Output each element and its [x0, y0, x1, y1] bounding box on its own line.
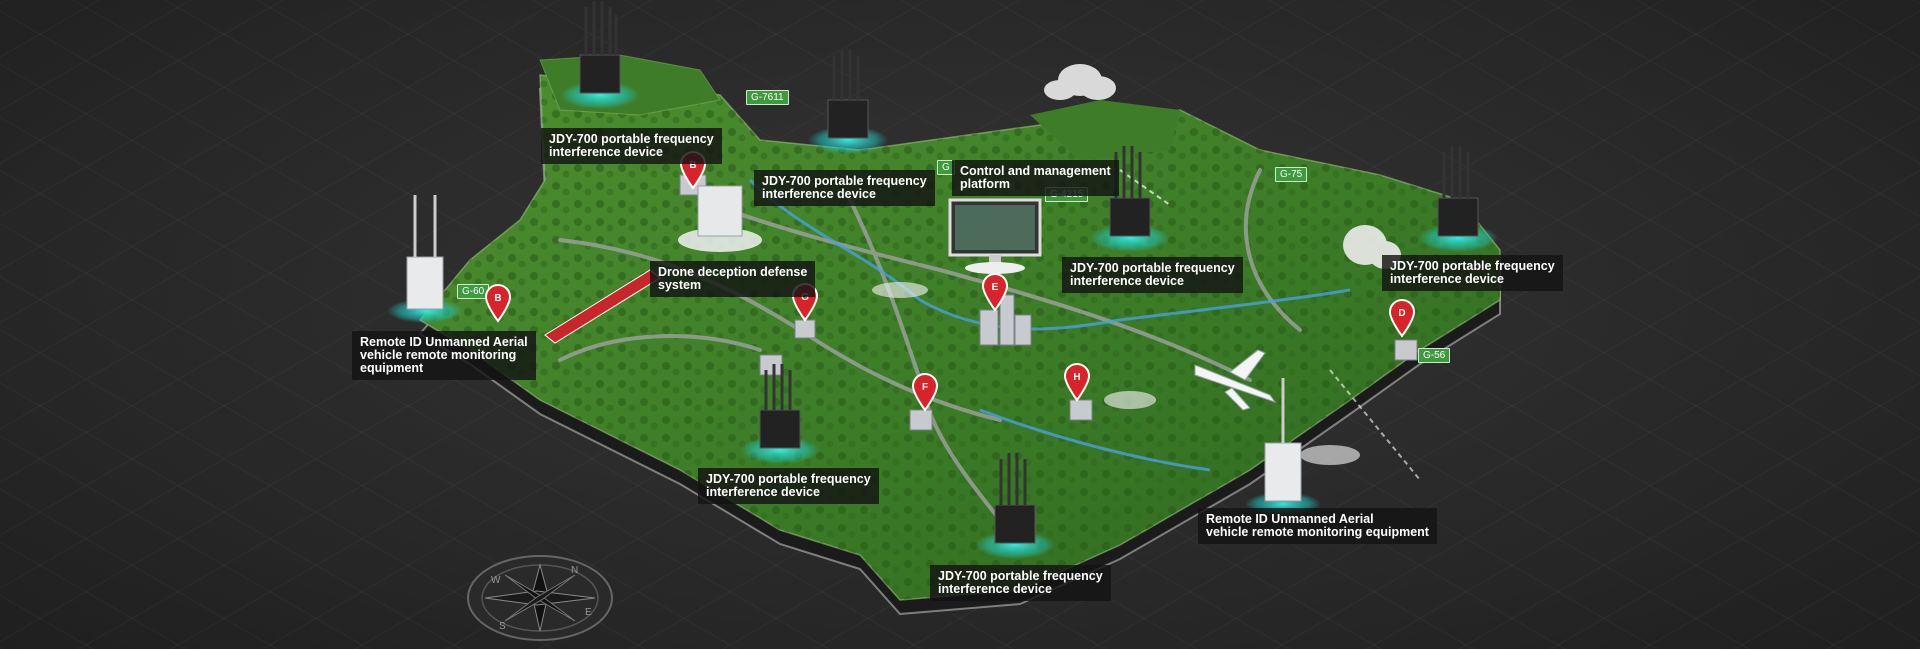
label-remote-id-left: Remote ID Unmanned Aerial vehicle remote…	[352, 331, 536, 380]
label-drone-deception: Drone deception defense system	[650, 261, 816, 297]
road-sign: G-7611	[746, 90, 789, 105]
location-pin-icon[interactable]: D	[1387, 298, 1417, 338]
pin-letter: H	[1073, 372, 1080, 383]
compass-letter: N	[571, 565, 578, 576]
road-sign: G-75	[1275, 167, 1308, 182]
label-jdy-far-right: JDY-700 portable frequency interference …	[1382, 255, 1563, 291]
drone-deception-device	[678, 185, 762, 252]
pin-letter: F	[922, 382, 928, 393]
pin-letter: B	[689, 160, 696, 171]
flight-path	[1119, 169, 1171, 206]
pin-letter: B	[494, 293, 501, 304]
label-remote-id-right: Remote ID Unmanned Aerial vehicle remote…	[1198, 508, 1437, 544]
label-jdy-center-right: JDY-700 portable frequency interference …	[1062, 257, 1243, 293]
jammer-devices	[560, 1, 1498, 559]
location-pin-icon[interactable]: E	[980, 272, 1010, 312]
compass-letter: S	[499, 621, 506, 632]
label-jdy-top-left: JDY-700 portable frequency interference …	[541, 128, 722, 164]
location-pin-icon[interactable]: H	[1062, 362, 1092, 402]
pin-letter: G	[801, 292, 809, 303]
pin-letter: D	[1398, 308, 1405, 319]
compass-rose-icon: N E S W	[467, 555, 613, 641]
label-jdy-bottom-center: JDY-700 portable frequency interference …	[930, 565, 1111, 601]
label-jdy-top-center: JDY-700 portable frequency interference …	[754, 170, 935, 206]
control-monitor	[948, 198, 1042, 274]
road-sign: G-56	[1418, 348, 1451, 363]
location-pin-icon[interactable]: B	[483, 283, 513, 323]
location-pin-icon[interactable]: F	[910, 372, 940, 412]
pin-letter: E	[992, 282, 999, 293]
road-sign: G-60	[457, 284, 490, 299]
label-control-platform: Control and management platform	[952, 160, 1119, 196]
compass-letter: W	[491, 575, 501, 586]
label-jdy-bottom-left: JDY-700 portable frequency interference …	[698, 468, 879, 504]
compass-letter: E	[585, 607, 592, 618]
airplane	[1194, 349, 1277, 411]
